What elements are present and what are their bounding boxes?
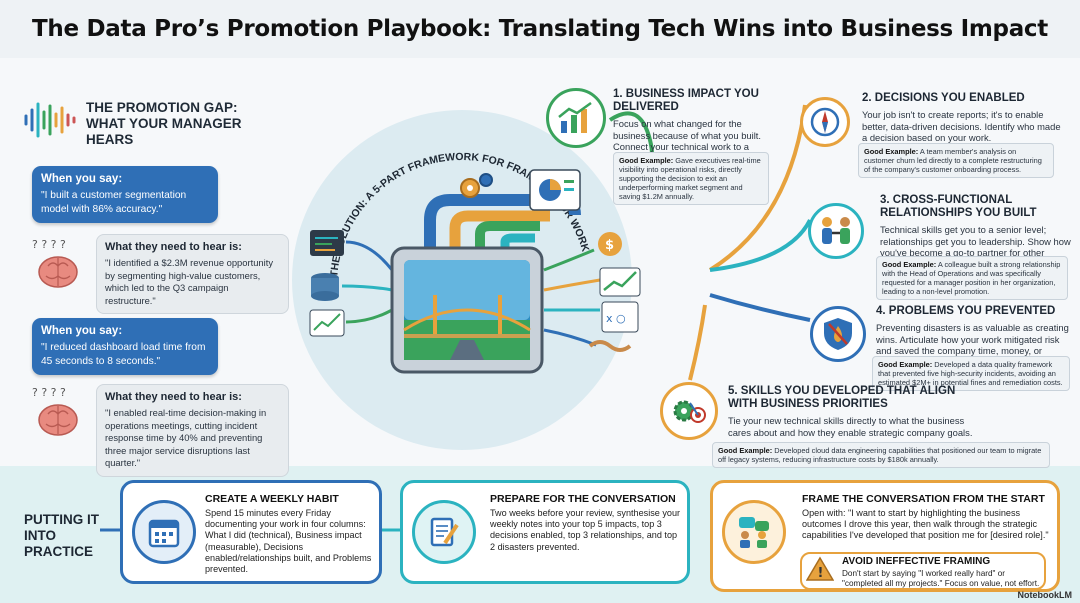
item-desc: Tie your new technical skills directly t… <box>728 415 973 438</box>
growth-chart-icon <box>546 88 606 148</box>
example-label: Good Example: <box>864 147 919 156</box>
hear-label: What they need to hear is: <box>105 391 242 403</box>
example-box-2: Good Example: A team member's analysis o… <box>858 143 1054 178</box>
say-box-2: When you say: "I reduced dashboard load … <box>32 318 218 375</box>
svg-text:$: $ <box>605 238 614 253</box>
item-title: 3. CROSS-FUNCTIONAL RELATIONSHIPS YOU BU… <box>880 194 1037 219</box>
framework-item-5: 5. SKILLS YOU DEVELOPED THAT ALIGN WITH … <box>728 385 978 438</box>
item-desc: Your job isn't to create reports; it's t… <box>862 109 1061 143</box>
promotion-gap-title: THE PROMOTION GAP: WHAT YOUR MANAGER HEA… <box>86 100 242 147</box>
item-title: 2. DECISIONS YOU ENABLED <box>862 92 1025 104</box>
step-desc: Two weeks before your review, synthesise… <box>490 508 681 552</box>
gear-target-icon <box>660 382 718 440</box>
conversation-icon <box>722 500 786 564</box>
notepad-pencil-icon <box>412 500 476 564</box>
say-label: When you say: <box>41 173 123 185</box>
say-text: "I reduced dashboard load time from 45 s… <box>41 342 206 367</box>
item-title: 4. PROBLEMS YOU PREVENTED <box>876 305 1056 317</box>
svg-text:? ? ? ?: ? ? ? ? <box>32 238 66 251</box>
example-text: Developed cloud data engineering capabil… <box>718 446 1042 464</box>
practice-title: PUTTING IT INTO PRACTICE <box>24 512 99 559</box>
hear-box-2: What they need to hear is: "I enabled re… <box>96 384 289 477</box>
notebooklm-brand: NotebookLM <box>1017 590 1073 600</box>
hear-text: "I identified a $2.3M revenue opportunit… <box>105 257 274 306</box>
svg-text:x ○: x ○ <box>606 312 626 325</box>
say-box-1: When you say: "I built a customer segmen… <box>32 166 218 223</box>
hear-text: "I enabled real-time decision-making in … <box>105 407 267 468</box>
confused-brain-icon: ? ? ? ? <box>32 238 78 288</box>
example-text: Developed a data quality framework that … <box>878 360 1063 387</box>
example-label: Good Example: <box>619 156 674 165</box>
example-label: Good Example: <box>878 360 933 369</box>
step-desc: Open with: "I want to start by highlight… <box>802 508 1049 541</box>
compass-icon <box>800 97 850 147</box>
data-machine-illustration: $ x ○ <box>309 169 641 374</box>
example-label: Good Example: <box>718 446 773 455</box>
example-text: Gave executives real-time visibility int… <box>619 156 761 201</box>
example-box-3: Good Example: A colleague built a strong… <box>876 256 1068 300</box>
hear-box-1: What they need to hear is: "I identified… <box>96 234 289 314</box>
example-text: A colleague built a strong relationship … <box>882 260 1061 296</box>
warning-box <box>800 552 1046 590</box>
framework-item-2: 2. DECISIONS YOU ENABLED Your job isn't … <box>862 92 1062 144</box>
step-title: CREATE A WEEKLY HABIT <box>205 493 339 505</box>
step-title: PREPARE FOR THE CONVERSATION <box>490 493 676 505</box>
warning-icon: ! <box>806 556 834 581</box>
say-text: "I built a customer segmentation model w… <box>41 190 187 215</box>
page-title: The Data Pro’s Promotion Playbook: Trans… <box>32 16 1048 42</box>
title-bar: The Data Pro’s Promotion Playbook: Trans… <box>0 0 1080 58</box>
svg-text:!: ! <box>818 566 824 581</box>
say-label: When you say: <box>41 325 123 337</box>
confused-brain-icon: ? ? ? ? <box>32 386 78 436</box>
warning-text: Don't start by saying "I worked really h… <box>842 569 1040 588</box>
item-title: 5. SKILLS YOU DEVELOPED THAT ALIGN WITH … <box>728 385 956 410</box>
example-label: Good Example: <box>882 260 937 269</box>
hear-label: What they need to hear is: <box>105 241 242 253</box>
step-title: FRAME THE CONVERSATION FROM THE START <box>802 493 1045 505</box>
item-title: 1. BUSINESS IMPACT YOU DELIVERED <box>613 88 759 113</box>
example-box-4: Good Example: Developed a data quality f… <box>872 356 1070 391</box>
warning-title: AVOID INEFFECTIVE FRAMING <box>842 556 991 567</box>
example-text: A team member's analysis on customer chu… <box>864 147 1042 174</box>
shield-fire-icon <box>810 306 866 362</box>
step-desc: Spend 15 minutes every Friday documentin… <box>205 508 372 575</box>
sound-wave-icon <box>24 102 76 138</box>
calendar-icon <box>132 500 196 564</box>
example-box-5: Good Example: Developed cloud data engin… <box>712 442 1050 468</box>
example-box-1: Good Example: Gave executives real-time … <box>613 152 769 205</box>
svg-text:? ? ? ?: ? ? ? ? <box>32 386 66 399</box>
handshake-people-icon <box>808 203 864 259</box>
